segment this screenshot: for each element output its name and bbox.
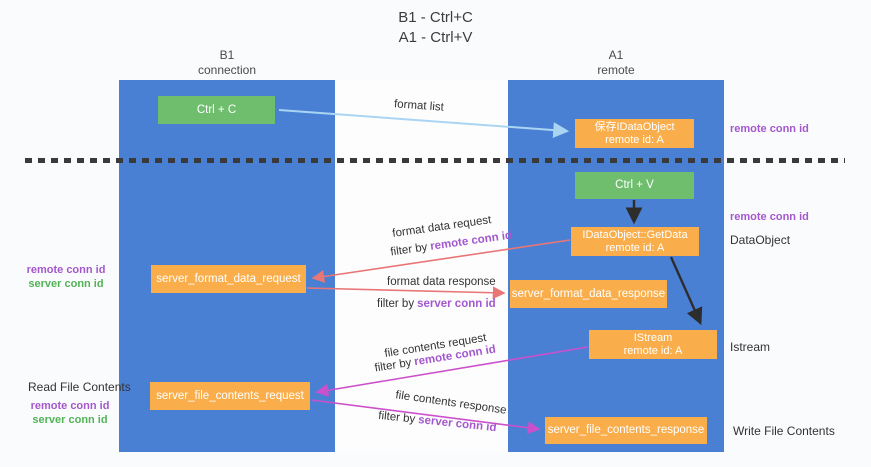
server-file-contents-request-box: server_file_contents_request	[150, 382, 310, 410]
server-file-contents-response-box: server_file_contents_response	[545, 417, 707, 444]
idataobject-getdata-box: IDataObject::GetData remote id: A	[571, 227, 699, 256]
ctrl-c-label: Ctrl + C	[196, 103, 237, 116]
conn-id-annotation-block-format: remote conn id server conn id	[20, 263, 112, 291]
remote-conn-id-annotation-top: remote conn id	[730, 123, 809, 135]
server-conn-id-annotation-left-2: server conn id	[32, 414, 108, 426]
lane-header-b1-sub: connection	[197, 63, 257, 77]
save-idataobject-label: 保存IDataObject remote id: A	[594, 121, 674, 147]
title-line-2: A1 - Ctrl+V	[398, 29, 473, 46]
title-line-1: B1 - Ctrl+C	[398, 9, 473, 26]
save-idataobject-box: 保存IDataObject remote id: A	[575, 119, 694, 148]
ctrl-v-label: Ctrl + V	[615, 179, 654, 191]
idataobject-getdata-label: IDataObject::GetData remote id: A	[582, 229, 687, 255]
server-conn-id-annotation-left: server conn id	[28, 278, 104, 290]
lane-header-a1-sub: remote	[597, 63, 635, 77]
istream-box: IStream remote id: A	[589, 330, 717, 359]
remote-conn-id-annotation-left: remote conn id	[26, 264, 106, 276]
istream-box-label: IStream remote id: A	[624, 332, 683, 358]
write-file-contents-annotation: Write File Contents	[733, 424, 835, 438]
dataobject-annotation: DataObject	[730, 233, 791, 247]
session-divider-dashed-line	[25, 158, 845, 163]
lane-header-b1-name: B1	[219, 48, 235, 62]
server-file-contents-response-label: server_file_contents_response	[547, 424, 705, 436]
lane-header-a1-name: A1	[608, 48, 624, 62]
conn-id-annotation-block-file: remote conn id server conn id	[24, 399, 116, 427]
server-format-data-request-box: server_format_data_request	[151, 265, 306, 293]
remote-conn-id-annotation-left-2: remote conn id	[30, 400, 110, 412]
lane-header-a1: A1 remote	[508, 48, 724, 78]
remote-conn-id-annotation-mid: remote conn id	[730, 211, 809, 223]
lane-header-b1: B1 connection	[119, 48, 335, 78]
save-idataobject-line2: remote id: A	[605, 133, 664, 146]
filter-by-text: filter by	[377, 298, 415, 310]
server-format-data-response-box: server_format_data_response	[510, 280, 667, 308]
istream-line2: remote id: A	[623, 344, 683, 357]
save-idataobject-line1: 保存IDataObject	[594, 120, 675, 133]
read-file-contents-annotation: Read File Contents	[28, 380, 131, 394]
server-format-data-response-label: server_format_data_response	[511, 287, 666, 300]
getdata-line1: IDataObject::GetData	[582, 228, 688, 241]
getdata-line2: remote id: A	[605, 241, 665, 254]
istream-line1: IStream	[633, 331, 673, 344]
ctrl-v-box: Ctrl + V	[575, 172, 694, 199]
server-conn-id-text: server conn id	[417, 298, 496, 310]
ctrl-c-box: Ctrl + C	[158, 96, 275, 124]
server-file-contents-request-label: server_file_contents_request	[156, 389, 304, 402]
format-data-response-label: format data response	[387, 276, 496, 288]
diagram-title: B1 - Ctrl+C A1 - Ctrl+V	[0, 8, 871, 48]
server-format-data-request-label: server_format_data_request	[156, 272, 301, 285]
istream-annotation: Istream	[730, 340, 771, 354]
